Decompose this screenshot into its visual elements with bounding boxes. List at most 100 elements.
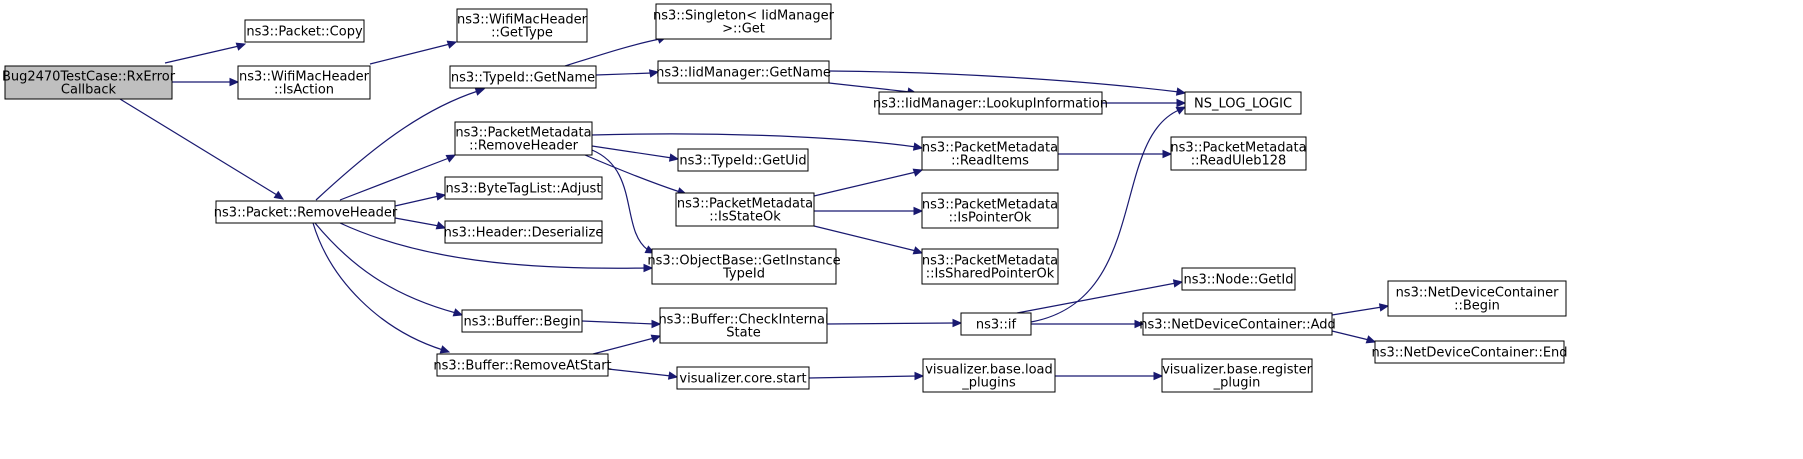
arrowhead: [643, 263, 654, 273]
node-box: [461, 309, 583, 333]
edge-line: [312, 222, 444, 351]
node-n28[interactable]: visualizer.base.register_plugin: [1161, 358, 1313, 393]
node-n25[interactable]: ns3::PacketMetadata::ReadUleb128: [1170, 136, 1307, 171]
node-label: ns3::TypeId::GetName: [451, 71, 595, 86]
node-n9[interactable]: ns3::Buffer::Begin: [461, 309, 583, 333]
node-label: ns3::PacketMetadata: [455, 126, 591, 141]
node-label: ::IsAction: [274, 83, 334, 98]
edge-line: [828, 70, 1180, 93]
edges-layer: [119, 35, 1390, 381]
arrowhead: [648, 69, 660, 78]
edge-line: [581, 320, 655, 325]
node-box: [1387, 280, 1567, 317]
node-n12[interactable]: ns3::IidManager::GetName: [656, 60, 831, 84]
node-n1[interactable]: ns3::Packet::Copy: [244, 19, 365, 43]
edge-n14-n21: [813, 225, 924, 255]
node-label: ::IsPointerOk: [949, 211, 1032, 226]
edge-n3-n7: [394, 192, 447, 207]
node-n11[interactable]: ns3::Singleton< IidManager>::Get: [653, 3, 835, 40]
edge-line: [314, 222, 457, 314]
arrowhead: [912, 246, 924, 255]
node-box: [215, 200, 396, 224]
node-label: visualizer.core.start: [679, 372, 806, 387]
node-n27[interactable]: ns3::NetDeviceContainer::Add: [1139, 312, 1336, 336]
edge-n0-n2: [172, 77, 240, 87]
node-label: _plugins: [961, 376, 1016, 391]
arrowhead: [235, 42, 247, 51]
node-n18[interactable]: ns3::IidManager::LookupInformation: [873, 91, 1108, 115]
node-n14[interactable]: ns3::PacketMetadata::IsStateOk: [675, 192, 815, 227]
node-box: [677, 148, 809, 172]
arrowhead: [651, 319, 662, 329]
node-label: visualizer.base.register: [1162, 363, 1313, 378]
node-box: [659, 307, 828, 344]
node-label: NS_LOG_LOGIC: [1194, 97, 1292, 112]
node-n13[interactable]: ns3::TypeId::GetUid: [677, 148, 809, 172]
arrowhead: [1153, 371, 1164, 381]
arrowhead: [668, 153, 680, 162]
arrowhead: [1176, 98, 1187, 108]
arrowhead: [1175, 87, 1187, 96]
node-n5[interactable]: ns3::TypeId::GetName: [449, 65, 597, 89]
arrowhead: [1378, 303, 1390, 312]
node-n3[interactable]: ns3::Packet::RemoveHeader: [214, 200, 398, 224]
node-n24[interactable]: NS_LOG_LOGIC: [1184, 91, 1302, 115]
edge-line: [1016, 282, 1177, 314]
edge-n27-n29: [1331, 303, 1390, 316]
node-n2[interactable]: ns3::WifiMacHeader::IsAction: [237, 65, 371, 100]
node-n21[interactable]: ns3::PacketMetadata::IsSharedPointerOk: [921, 248, 1059, 285]
arrowhead: [1365, 335, 1377, 344]
edge-line: [394, 217, 440, 227]
node-n29[interactable]: ns3::NetDeviceContainer::Begin: [1387, 280, 1567, 317]
node-label: Bug2470TestCase::RxError: [2, 70, 176, 85]
arrowhead: [912, 142, 924, 151]
arrowhead: [446, 40, 458, 49]
edge-n27-n30: [1331, 330, 1377, 344]
node-n20[interactable]: ns3::PacketMetadata::IsPointerOk: [921, 192, 1059, 229]
node-box: [449, 65, 597, 89]
edge-n0-n1: [164, 42, 247, 64]
node-label: ns3::Node::GetId: [1184, 273, 1294, 288]
node-n8[interactable]: ns3::Header::Deserialize: [444, 220, 604, 244]
node-label: ns3::NetDeviceContainer::End: [1371, 346, 1567, 361]
nodes-layer: Bug2470TestCase::RxErrorCallbackns3::Pac…: [2, 3, 1568, 393]
edge-n2-n4: [369, 40, 458, 65]
node-n19[interactable]: ns3::PacketMetadata::ReadItems: [921, 136, 1059, 171]
node-n7[interactable]: ns3::ByteTagList::Adjust: [444, 176, 603, 200]
node-n6[interactable]: ns3::PacketMetadata::RemoveHeader: [454, 121, 593, 156]
node-label: ns3::Singleton< IidManager: [653, 9, 835, 24]
node-n26[interactable]: ns3::Node::GetId: [1181, 267, 1296, 291]
node-label: ns3::PacketMetadata: [677, 197, 813, 212]
node-n23[interactable]: visualizer.base.load_plugins: [922, 358, 1056, 393]
edge-line: [813, 171, 917, 197]
edge-n14-n20: [814, 206, 924, 216]
edge-n3-n8: [394, 217, 447, 230]
edge-n10-n17: [607, 368, 679, 380]
node-n22[interactable]: ns3::if: [960, 312, 1032, 336]
edge-line: [564, 38, 661, 67]
node-n10[interactable]: ns3::Buffer::RemoveAtStart: [433, 353, 612, 377]
edge-n12-n24: [828, 70, 1187, 96]
node-n4[interactable]: ns3::WifiMacHeader::GetType: [456, 8, 588, 43]
edge-line: [315, 90, 479, 201]
node-n30[interactable]: ns3::NetDeviceContainer::End: [1371, 340, 1568, 364]
edge-n22-n24: [1030, 106, 1187, 323]
node-n17[interactable]: visualizer.core.start: [676, 366, 810, 390]
node-box: [878, 91, 1103, 115]
edge-n6-n19: [591, 133, 924, 151]
node-box: [922, 358, 1056, 393]
arrowhead: [1175, 106, 1187, 115]
node-box: [676, 366, 810, 390]
edge-n3-n6: [339, 154, 457, 201]
edge-n18-n24: [1102, 98, 1187, 108]
node-label: ns3::Packet::RemoveHeader: [214, 206, 398, 221]
node-label: >::Get: [722, 22, 765, 37]
node-label: ::GetType: [491, 26, 553, 41]
edge-n6-n13: [591, 145, 680, 162]
edge-line: [1030, 109, 1180, 323]
edge-line: [369, 43, 451, 65]
